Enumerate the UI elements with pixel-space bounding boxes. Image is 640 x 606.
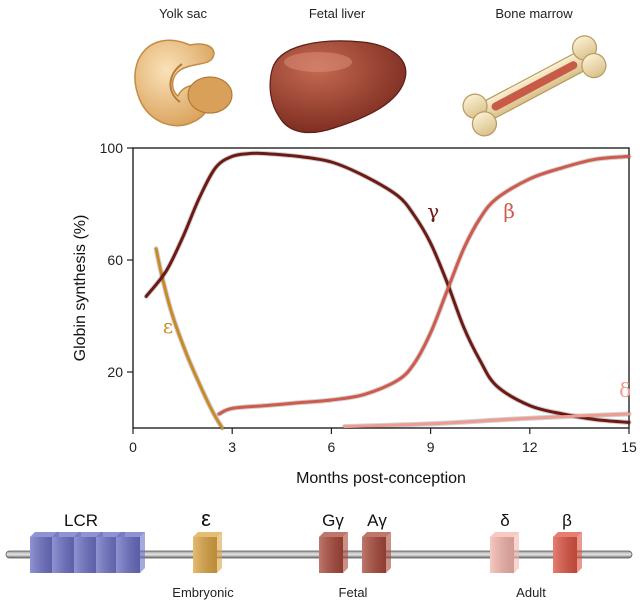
x-tick-label: 0 bbox=[129, 439, 137, 455]
x-tick-label: 12 bbox=[522, 439, 538, 455]
y-tick-label: 20 bbox=[107, 364, 123, 380]
gene-box-beta bbox=[553, 532, 582, 573]
x-tick-label: 15 bbox=[621, 439, 637, 455]
yolk-sac-icon bbox=[134, 39, 233, 127]
stage-label-adult: Adult bbox=[516, 585, 546, 600]
gene-label-beta: β bbox=[562, 511, 572, 530]
plot-frame bbox=[132, 147, 630, 429]
stage-label-fetal: Fetal bbox=[339, 585, 368, 600]
x-axis-label: Months post-conception bbox=[296, 470, 466, 487]
series-line-shadow bbox=[143, 150, 632, 425]
series-label-1: γ bbox=[427, 199, 439, 223]
series-label-2: β bbox=[503, 199, 515, 223]
series-line-shadow bbox=[216, 153, 632, 417]
x-tick-label: 3 bbox=[228, 439, 236, 455]
gene-box-delta bbox=[490, 532, 519, 573]
gene-label-a-gamma: Aγ bbox=[367, 511, 387, 530]
chart: 0 3 6 9 12 15 20 60 100 ε γ β δ Months post-concept… bbox=[72, 140, 637, 487]
gene-label-epsilon: ε bbox=[201, 506, 211, 531]
liver-icon bbox=[269, 40, 407, 134]
series-line-2 bbox=[217, 154, 631, 416]
series-line-1 bbox=[144, 151, 631, 424]
lcr-box bbox=[52, 532, 81, 573]
gene-box-epsilon bbox=[193, 532, 222, 573]
gene-box-a-gamma bbox=[362, 532, 391, 573]
bone-icon bbox=[462, 35, 607, 137]
x-tick-label: 6 bbox=[328, 439, 336, 455]
x-tick-label: 9 bbox=[427, 439, 435, 455]
lcr-box bbox=[116, 532, 145, 573]
gene-label-lcr: LCR bbox=[64, 511, 98, 530]
series-label-0: ε bbox=[163, 314, 173, 338]
series-label-3: δ bbox=[619, 378, 631, 402]
series-line-0 bbox=[154, 247, 224, 430]
y-axis-label: Globin synthesis (%) bbox=[72, 215, 89, 362]
organ-label-yolk-sac: Yolk sac bbox=[159, 6, 207, 21]
globin-locus-diagram: LCR ε Gγ Aγ δ β Embryonic Fetal Adult bbox=[5, 506, 633, 600]
gene-box-g-gamma bbox=[319, 532, 348, 573]
organ-label-bone-marrow: Bone marrow bbox=[495, 6, 573, 21]
gene-label-delta: δ bbox=[500, 511, 509, 530]
organ-label-fetal-liver: Fetal liver bbox=[309, 6, 366, 21]
series-line-3 bbox=[343, 412, 631, 429]
y-tick-label: 100 bbox=[100, 140, 124, 156]
y-tick-label: 60 bbox=[107, 252, 123, 268]
gene-label-g-gamma: Gγ bbox=[322, 511, 344, 530]
stage-label-embryonic: Embryonic bbox=[172, 585, 234, 600]
lcr-box bbox=[74, 532, 103, 573]
